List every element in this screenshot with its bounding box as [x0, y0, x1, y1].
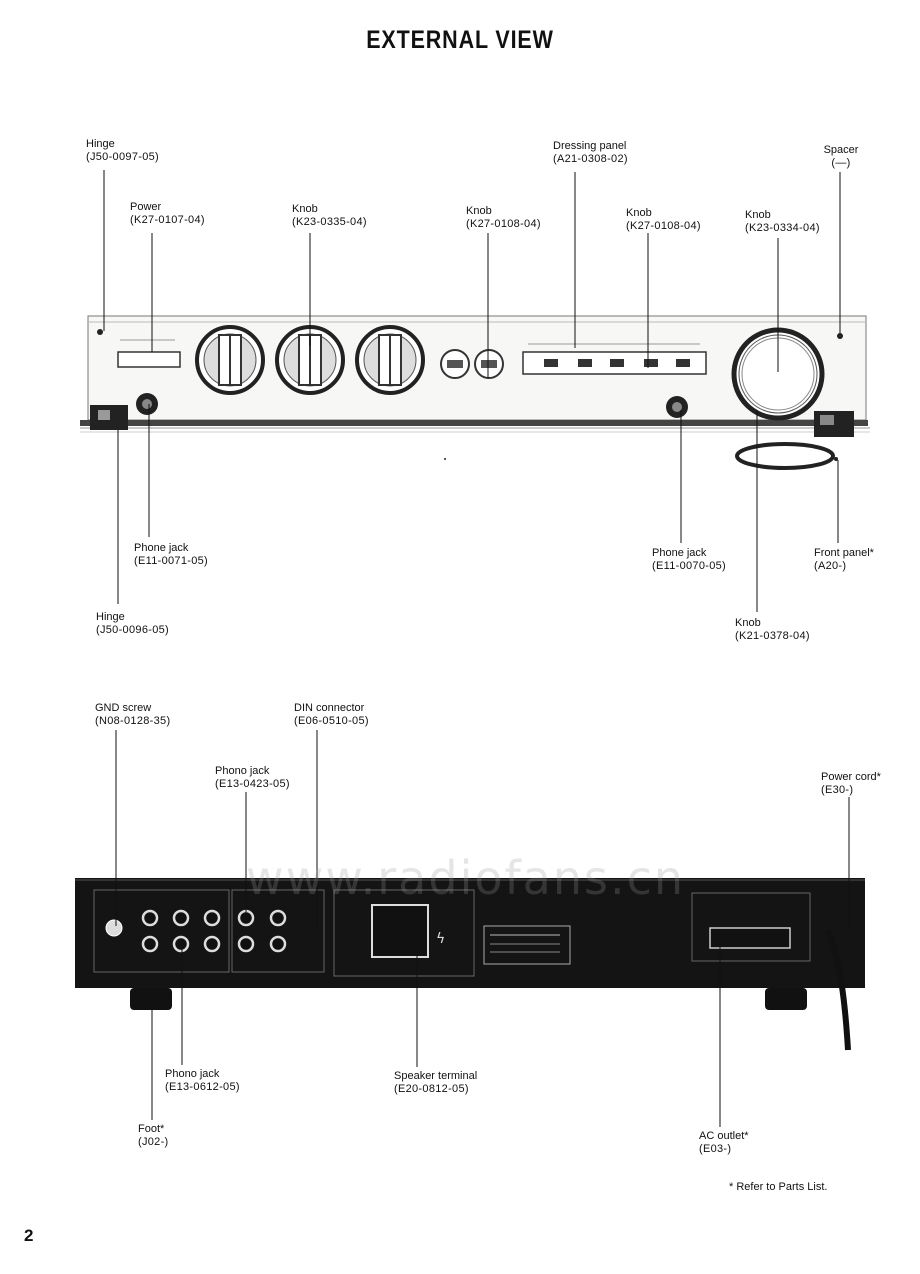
callout-name: Knob	[745, 209, 771, 221]
rear-foot-left-icon	[130, 988, 172, 1010]
callout-name: Foot*	[138, 1123, 165, 1135]
callout-name: Phone jack	[652, 547, 707, 559]
callout-name: Knob	[292, 203, 318, 215]
treble-knob-icon	[275, 325, 345, 395]
callout-name: AC outlet*	[699, 1130, 749, 1142]
volume-knob-icon	[731, 327, 825, 421]
callout-knob-small: Knob (K27-0108-04)	[466, 205, 541, 231]
callout-hinge-bottom: Hinge (J50-0096-05)	[96, 611, 169, 637]
rear-foot-right-icon	[765, 988, 807, 1010]
bass-knob-icon	[195, 325, 265, 395]
callout-name: Power	[130, 201, 162, 213]
front-foot-icon	[735, 442, 835, 470]
page-number: 2	[24, 1226, 34, 1245]
callout-foot: Foot* (J02-)	[138, 1123, 169, 1149]
callout-name: Hinge	[96, 611, 125, 623]
callout-name: GND screw	[95, 702, 152, 714]
power-switch-icon	[117, 351, 181, 368]
model-badge	[483, 925, 571, 965]
callout-part-number: (K27-0108-04)	[466, 218, 541, 230]
callout-part-number: (E20-0812-05)	[394, 1083, 469, 1095]
callout-name: Phone jack	[134, 542, 189, 554]
callout-dressing-panel: Dressing panel (A21-0308-02)	[553, 140, 628, 166]
callout-phono-jack-top: Phono jack (E13-0423-05)	[215, 765, 290, 791]
balance-knob-icon	[355, 325, 425, 395]
callout-name: Knob	[735, 617, 761, 629]
svg-text:ϟ: ϟ	[436, 931, 445, 947]
callout-part-number: (K23-0334-04)	[745, 222, 820, 234]
callout-name: Phono jack	[215, 765, 270, 777]
footnote: * Refer to Parts List.	[729, 1181, 828, 1193]
callout-name: Dressing panel	[553, 140, 627, 152]
callout-part-number: (E11-0071-05)	[134, 555, 209, 567]
callout-part-number: (E30-)	[821, 784, 854, 796]
front-leader-lines	[103, 170, 841, 612]
callout-phone-jack-left: Phone jack (E11-0071-05)	[134, 542, 208, 568]
callout-part-number: (K23-0335-04)	[292, 216, 367, 228]
callout-part-number: (A21-0308-02)	[553, 153, 628, 165]
callout-part-number: (J50-0097-05)	[86, 151, 159, 163]
callout-part-number: (K27-0107-04)	[130, 214, 205, 226]
callout-power: Power (K27-0107-04)	[130, 201, 205, 227]
front-bottom-rail	[80, 420, 868, 426]
callout-name: Spacer	[823, 144, 859, 156]
callout-name: Knob	[466, 205, 492, 217]
rear-view-drawing: ϟ	[75, 878, 865, 1051]
callout-gnd-screw: GND screw (N08-0128-35)	[95, 702, 170, 728]
callout-part-number: (J50-0096-05)	[96, 624, 169, 636]
callout-phone-jack-right: Phone jack (E11-0070-05)	[652, 547, 726, 573]
callout-knob-selector: Knob (K27-0108-04)	[626, 207, 701, 233]
callout-front-panel: Front panel* (A20-)	[814, 547, 874, 573]
callout-part-number: (E03-)	[699, 1143, 732, 1155]
callout-name: Front panel*	[814, 547, 874, 559]
callout-speaker-terminal: Speaker terminal (E20-0812-05)	[394, 1070, 477, 1096]
rear-leader-lines	[115, 730, 850, 1127]
callout-part-number: (J02-)	[138, 1136, 169, 1148]
callout-spacer: Spacer (—)	[818, 144, 864, 170]
callout-name: Hinge	[86, 138, 115, 150]
callout-part-number: (E06-0510-05)	[294, 715, 369, 727]
callout-part-number: (—)	[831, 157, 851, 169]
callout-name: Phono jack	[165, 1068, 220, 1080]
callout-power-cord: Power cord* (E30-)	[821, 771, 881, 797]
callout-knob-bottom: Knob (K21-0378-04)	[735, 617, 810, 643]
callout-knob-volume: Knob (K23-0334-04)	[745, 209, 820, 235]
callout-phono-jack-bottom: Phono jack (E13-0612-05)	[165, 1068, 240, 1094]
front-view-drawing	[80, 315, 870, 470]
callout-part-number: (E13-0423-05)	[215, 778, 290, 790]
watermark: www.radiofans.cn	[246, 851, 686, 905]
callout-part-number: (K27-0108-04)	[626, 220, 701, 232]
callout-part-number: (A20-)	[814, 560, 847, 572]
ac-outlet-icon	[709, 927, 791, 949]
callout-knob-tone: Knob (K23-0335-04)	[292, 203, 367, 229]
callout-name: DIN connector	[294, 702, 365, 714]
callout-din-connector: DIN connector (E06-0510-05)	[294, 702, 369, 728]
callout-hinge-top: Hinge (J50-0097-05)	[86, 138, 159, 164]
callout-name: Power cord*	[821, 771, 881, 783]
page-title: EXTERNAL VIEW	[366, 26, 554, 54]
callout-part-number: (E13-0612-05)	[165, 1081, 240, 1093]
callout-part-number: (N08-0128-35)	[95, 715, 171, 727]
gnd-screw-icon	[105, 919, 123, 937]
callout-ac-outlet: AC outlet* (E03-)	[699, 1130, 749, 1156]
callout-part-number: (E11-0070-05)	[652, 560, 727, 572]
callout-part-number: (K21-0378-04)	[735, 630, 810, 642]
speaker-terminal-icon	[371, 904, 429, 958]
callout-name: Knob	[626, 207, 652, 219]
power-cord-icon	[825, 928, 851, 1051]
callout-name: Speaker terminal	[394, 1070, 478, 1082]
